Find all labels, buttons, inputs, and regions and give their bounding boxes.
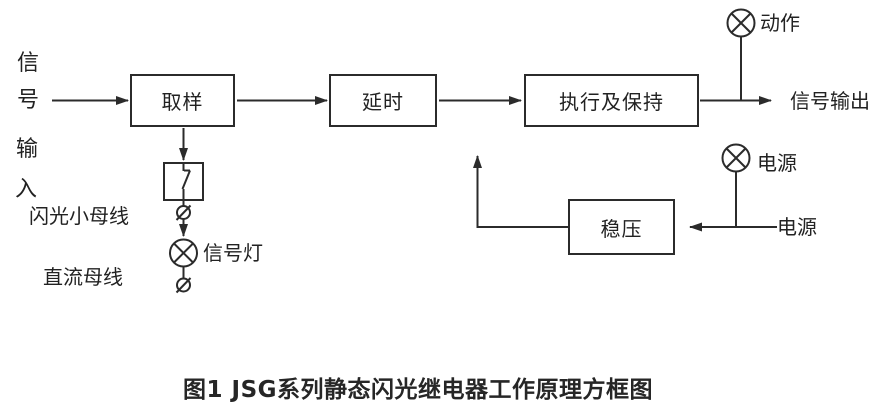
block-delay-label: 延时	[362, 90, 404, 114]
signal-input-char-2: 号	[17, 88, 40, 113]
signal-input-char-1: 信	[17, 51, 40, 76]
power-lamp-icon	[721, 143, 751, 173]
flash-small-bus-label: 闪光小母线	[29, 204, 129, 228]
power-source-label: 电源	[777, 215, 817, 239]
signal-input-char-3: 输	[16, 137, 39, 162]
signal-lamp-label: 信号灯	[203, 241, 263, 265]
terminal-dc-bus-icon	[175, 277, 192, 294]
action-lamp-icon	[726, 8, 756, 38]
block-regulator-label: 稳压	[600, 216, 643, 241]
figure-caption: 图1 JSG系列静态闪光继电器工作原理方框图	[183, 377, 654, 403]
block-sampling-label: 取样	[161, 90, 204, 114]
switch-contact-box	[163, 162, 204, 201]
terminal-flash-bus-icon	[175, 204, 192, 221]
power-lamp-label: 电源	[757, 151, 797, 175]
arrow-regulator-feedback	[473, 155, 568, 228]
block-delay: 延时	[329, 74, 437, 127]
signal-input-char-4: 入	[15, 177, 38, 202]
action-lamp-label: 动作	[760, 11, 800, 35]
block-regulator: 稳压	[568, 199, 675, 255]
signal-output-label: 信号输出	[790, 89, 870, 113]
block-execute-hold-label: 执行及保持	[559, 90, 664, 114]
signal-lamp-icon	[169, 238, 198, 268]
dc-bus-label: 直流母线	[43, 265, 123, 289]
block-sampling: 取样	[130, 74, 235, 127]
block-execute-hold: 执行及保持	[524, 74, 699, 127]
